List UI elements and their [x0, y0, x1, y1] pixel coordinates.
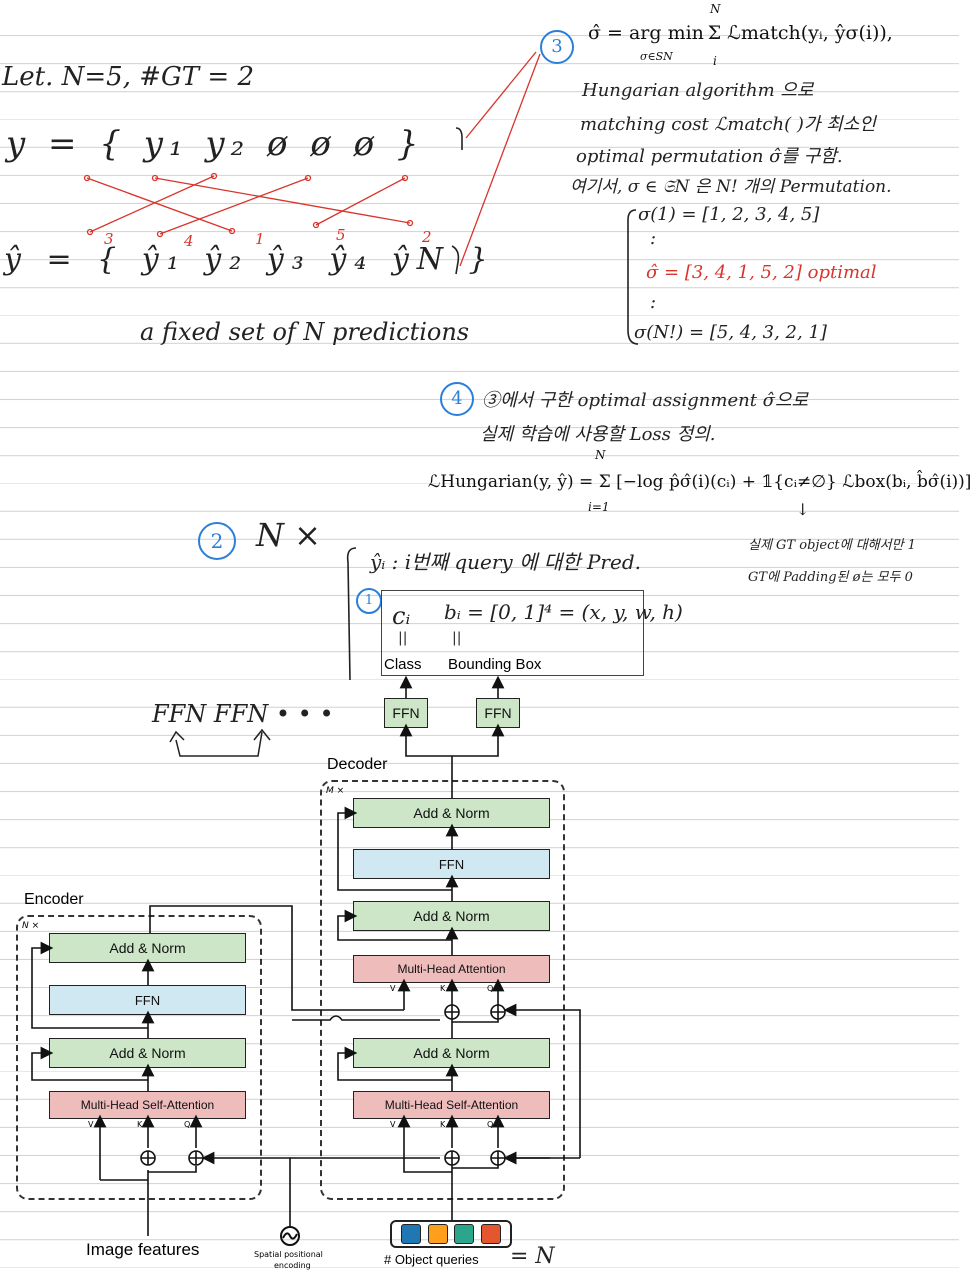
decoder-add-norm-3: Add & Norm — [353, 798, 550, 828]
perm-dots-2: : — [650, 292, 657, 313]
decoder-multi-head-attention: Multi-Head Attention — [353, 955, 550, 983]
yi-prediction-note: ŷᵢ : i번째 query 에 대한 Pred. — [370, 550, 641, 574]
sigma-hat-sum-top: N — [710, 2, 721, 16]
decoder-ffn: FFN — [353, 849, 550, 879]
hungarian-line-3: optimal permutation σ̂를 구함. — [576, 146, 843, 167]
object-query-tile-4 — [480, 1224, 501, 1244]
decoder-add-norm-1: Add & Norm — [353, 1038, 550, 1068]
perm-number-5: 2 — [422, 228, 432, 246]
encoder-block — [16, 915, 262, 1200]
hungarian-line-4: 여기서, σ ∈ 𝔖N 은 N! 개의 Permutation. — [570, 177, 892, 197]
loss-sum-top: N — [595, 448, 606, 462]
dec-q-label: Q — [487, 984, 494, 993]
ffn-scribble: FFN FFN • • • — [152, 700, 334, 728]
perm-dots-1: : — [650, 228, 657, 249]
object-query-tile-1 — [401, 1224, 422, 1244]
matching-lines — [83, 51, 541, 267]
prediction-set-yhat: ŷ = { ŷ₁ ŷ₂ ŷ₃ ŷ₄ ŷN } — [4, 242, 496, 277]
step4-circle: 4 — [440, 382, 474, 416]
hungarian-line-2: matching cost ℒmatch( )가 최소인 — [580, 114, 876, 135]
encoder-title: Encoder — [24, 891, 84, 908]
object-query-tile-2 — [427, 1224, 448, 1244]
perm-number-4: 5 — [336, 226, 346, 244]
dec-sa-q-label: Q — [487, 1120, 494, 1129]
class-label: Class — [384, 656, 422, 673]
perm-sigma-hat-optimal: σ̂ = [3, 4, 1, 5, 2] optimal — [646, 262, 877, 283]
sigma-hat-formula: σ̂ = arg min Σ ℒmatch(yᵢ, ŷσ(i)), — [588, 22, 893, 44]
ffn-bbox-head: FFN — [476, 698, 520, 728]
encoder-repeat-label: N × — [22, 921, 40, 931]
ffn-class-head: FFN — [384, 698, 428, 728]
decoder-self-attention: Multi-Head Self-Attention — [353, 1091, 550, 1119]
spatial-encoding-icon — [280, 1226, 300, 1246]
perm-number-1: 3 — [104, 230, 114, 248]
fixed-set-caption: a fixed set of N predictions — [140, 318, 470, 346]
spatial-encoding-label-1: Spatial positional — [254, 1250, 323, 1259]
step2-n-times: N × — [256, 516, 321, 554]
loss-sum-bottom: i=1 — [588, 500, 610, 514]
decoder-title: Decoder — [327, 756, 388, 773]
gt-set-y: y = { y₁ y₂ ø ø ø } — [6, 124, 425, 164]
bounding-box-label: Bounding Box — [448, 656, 542, 673]
decoder-repeat-label: M × — [326, 786, 345, 796]
class-ci: cᵢ — [392, 602, 411, 630]
bi-eq-mark: || — [452, 630, 462, 646]
image-features-label: Image features — [86, 1240, 200, 1259]
let-line: Let. N=5, #GT = 2 — [2, 62, 254, 92]
perm-sigma-n-fact: σ(N!) = [5, 4, 3, 2, 1] — [634, 322, 827, 343]
encoder-add-norm-2: Add & Norm — [49, 933, 246, 963]
object-query-tile-3 — [454, 1224, 475, 1244]
perm-sigma-1: σ(1) = [1, 2, 3, 4, 5] — [638, 204, 820, 225]
step2-circle: 2 — [198, 522, 236, 560]
ci-eq-mark: || — [398, 630, 408, 646]
decoder-block — [320, 780, 565, 1200]
indicator-note-2: GT에 Padding된 ø는 모두 0 — [748, 570, 913, 585]
enc-v-label: V — [88, 1120, 94, 1129]
enc-k-label: K — [137, 1120, 143, 1129]
step4-line-2: 실제 학습에 사용할 Loss 정의. — [480, 424, 716, 445]
object-queries-label: # Object queries — [384, 1252, 479, 1267]
step3-circle: 3 — [540, 30, 574, 64]
step4-line-1: ③에서 구한 optimal assignment σ̂으로 — [482, 390, 809, 411]
perm-number-2: 4 — [184, 232, 194, 250]
dec-k-label: K — [440, 984, 446, 993]
enc-q-label: Q — [184, 1120, 191, 1129]
indicator-note-1: 실제 GT object에 대해서만 1 — [748, 538, 916, 553]
dec-v-label: V — [390, 984, 396, 993]
output-box — [381, 590, 644, 676]
sigma-hat-argmin-sub: σ∈SN — [640, 50, 673, 63]
object-queries-equals-n: = N — [510, 1244, 555, 1269]
bbox-bi: bᵢ = [0, 1]⁴ = (x, y, w, h) — [444, 600, 683, 624]
encoder-ffn: FFN — [49, 985, 246, 1015]
dec-sa-v-label: V — [390, 1120, 396, 1129]
hungarian-line-1: Hungarian algorithm 으로 — [582, 80, 814, 101]
spatial-encoding-label-2: encoding — [274, 1261, 311, 1270]
object-queries-container — [390, 1220, 512, 1248]
perm-number-3: 1 — [255, 230, 265, 248]
indicator-arrow: ↓ — [796, 500, 810, 519]
hungarian-loss-formula: ℒHungarian(y, ŷ) = Σ [−log p̂σ̂(i)(cᵢ) +… — [428, 472, 971, 492]
dec-sa-k-label: K — [440, 1120, 446, 1129]
sigma-hat-sum-bottom: i — [713, 54, 717, 68]
